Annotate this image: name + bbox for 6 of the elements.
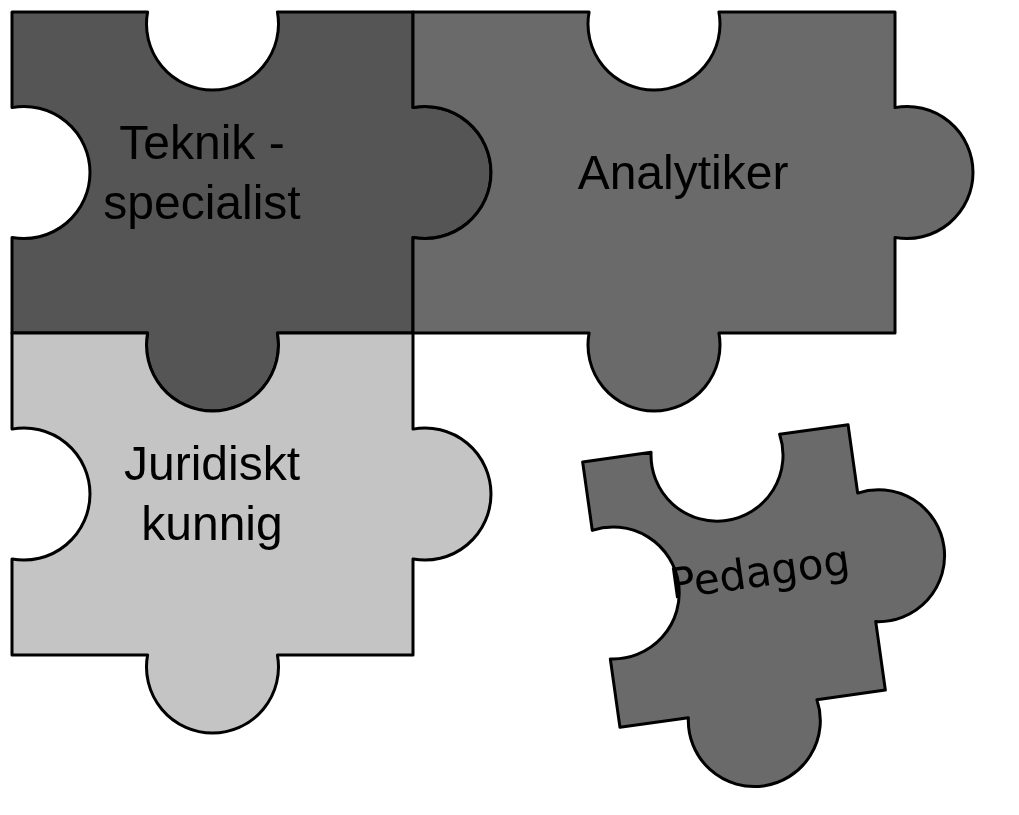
piece-label: Analytiker (577, 144, 789, 201)
puzzle-piece (410, 9, 976, 414)
puzzle-piece (9, 330, 494, 736)
piece-label: Juridiskt kunnig (122, 436, 301, 552)
piece-label: Teknik - specialist (102, 114, 302, 231)
piece-label: Pedagog (666, 533, 854, 611)
